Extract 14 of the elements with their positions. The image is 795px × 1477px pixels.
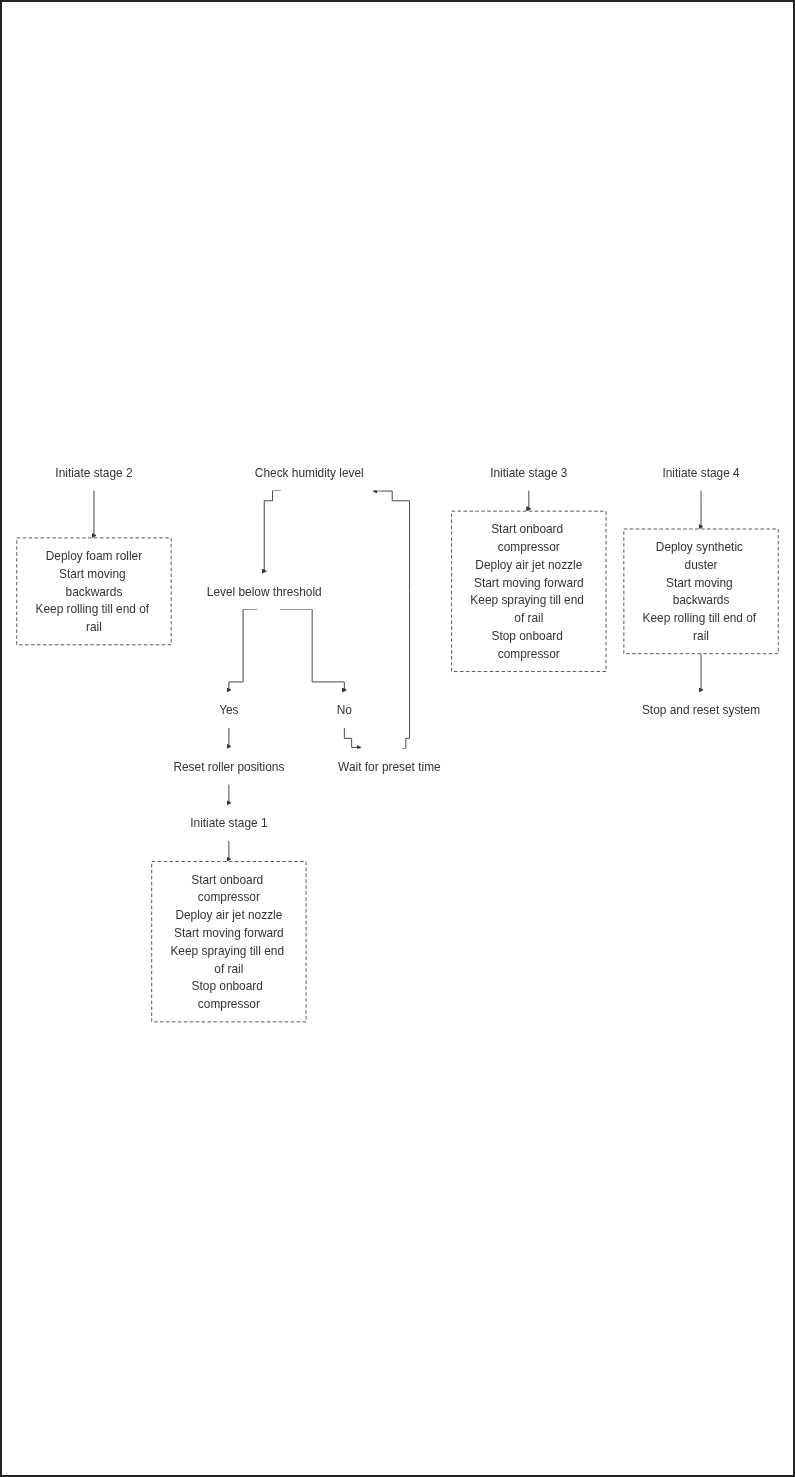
node-box: Deploy synthetic duster Start moving backwards Keep rolling till end of rail [623, 528, 779, 655]
node-text: Initiate stage 1 [190, 816, 268, 830]
node-text: Check humidity level [254, 466, 364, 480]
node-text: Wait for preset time [338, 760, 441, 774]
node-text: Initiate stage 4 [662, 466, 740, 480]
node-box: Deploy foam roller Start moving backwards Keep rolling till end of rail [16, 537, 172, 646]
node-text: Yes [219, 703, 239, 717]
node-box: Start onboard compressor Deploy air jet nozzle Start moving forward Keep spraying till end of rail Stop onboard compressor [451, 510, 607, 673]
node-text: No [336, 703, 352, 717]
node-text: Stop and reset system [641, 703, 761, 717]
node-box: Start onboard compressor Deploy air jet nozzle Start moving forward Keep spraying till end of rail Stop onboard compressor [151, 861, 307, 1023]
node-text: Initiate stage 2 [55, 466, 133, 480]
node-text: Initiate stage 3 [490, 466, 568, 480]
node-text: Reset roller positions [173, 760, 285, 774]
